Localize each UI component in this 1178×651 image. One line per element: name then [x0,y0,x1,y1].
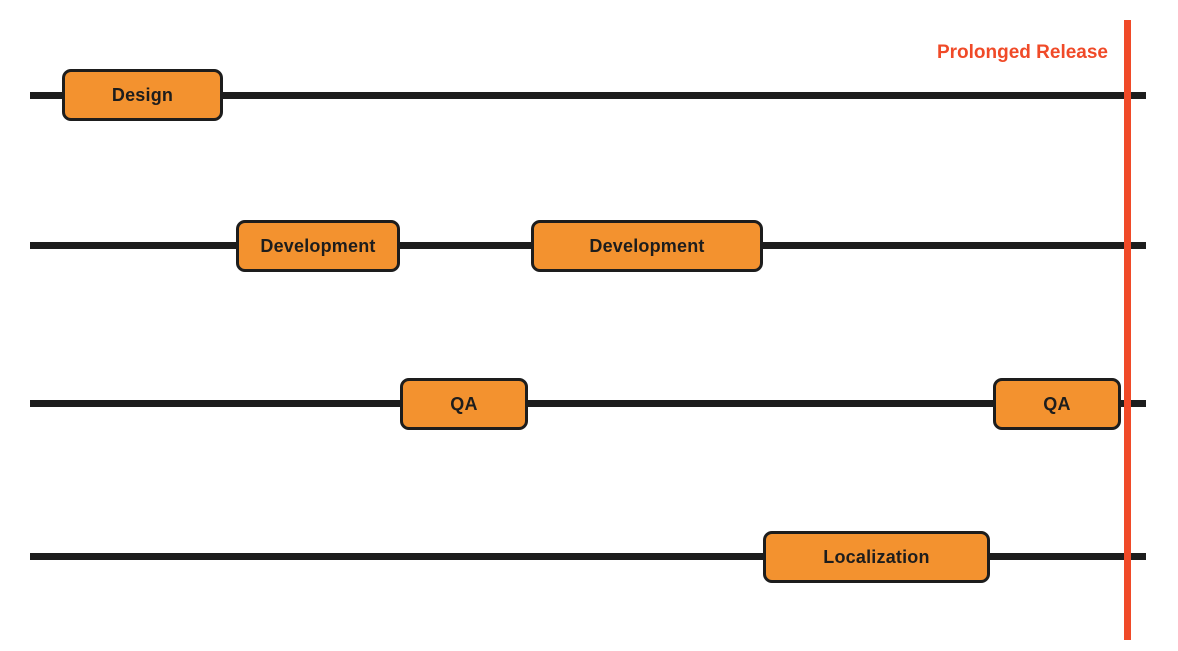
milestone-prolonged-release-line [1124,20,1131,640]
task-localization[interactable]: Localization [763,531,990,583]
track-qa-row [30,400,1146,407]
task-design[interactable]: Design [62,69,223,121]
track-design-row [30,92,1146,99]
task-qa-1-label: QA [450,393,478,414]
task-development-1-label: Development [260,235,376,256]
task-localization-label: Localization [823,546,930,567]
task-development-2[interactable]: Development [531,220,763,272]
milestone-prolonged-release-label: Prolonged Release [936,42,1108,63]
task-qa-2-label: QA [1043,393,1071,414]
task-design-label: Design [111,84,174,105]
task-qa-2[interactable]: QA [993,378,1121,430]
task-development-2-label: Development [589,235,705,256]
task-development-1[interactable]: Development [236,220,400,272]
track-localization-row [30,553,1146,560]
task-qa-1[interactable]: QA [400,378,528,430]
